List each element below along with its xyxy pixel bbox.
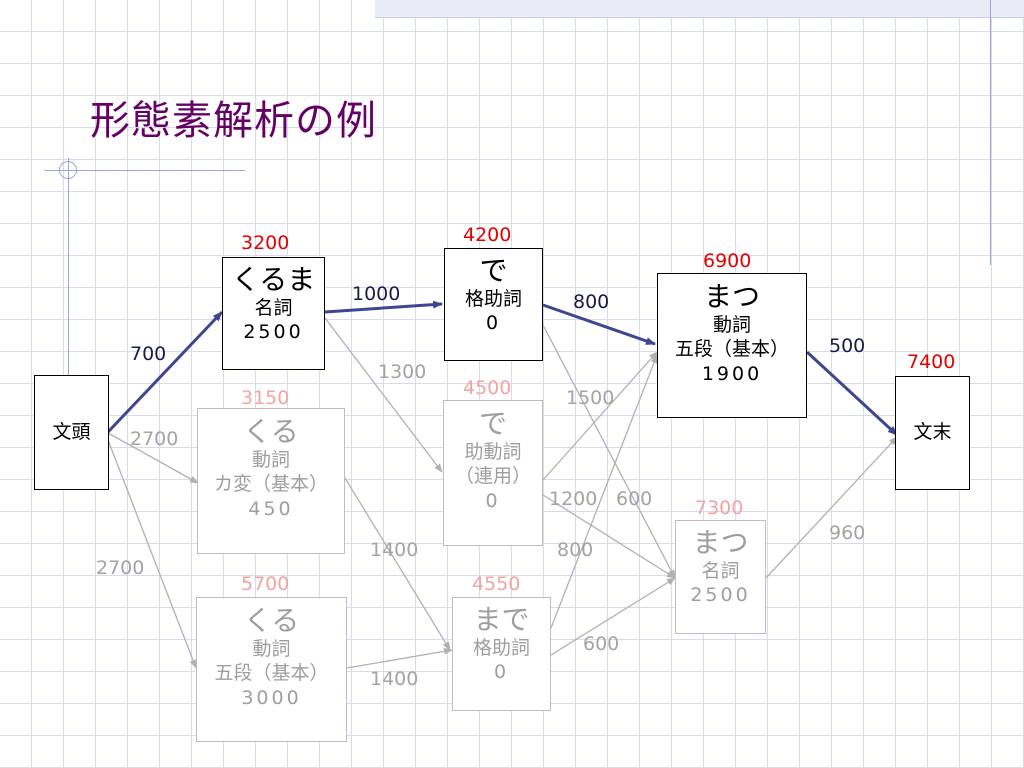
node-word: まつ <box>692 526 749 559</box>
edge-label-kuruma-de-particle: 1000 <box>352 283 401 305</box>
node-pos: 助動詞 <box>464 440 522 463</box>
edge-de-auxverb-matsu-noun <box>542 494 676 579</box>
edge-label-made-matsu-verb: 800 <box>557 539 594 561</box>
edge-kuru-kahen-made <box>344 477 451 651</box>
node-conj: 五段（基本） <box>214 662 329 685</box>
node-cost: 2500 <box>690 584 751 607</box>
edge-label-matsu-verb-eos: 500 <box>829 335 866 357</box>
edge-label-bos-kuru-kahen: 2700 <box>130 428 179 450</box>
edge-bos-kuruma <box>106 310 224 434</box>
node-pos: 動詞 <box>251 448 290 471</box>
node-bos: 文頭 <box>34 375 109 490</box>
decoration-line-right <box>990 0 991 265</box>
node-pos: 格助詞 <box>464 287 522 310</box>
edge-matsu-verb-eos <box>805 350 899 437</box>
node-matsu-verb: まつ 動詞 五段（基本） 1900 <box>657 273 807 418</box>
node-made-particle: まで 格助詞 0 <box>452 597 551 711</box>
total-cost-made-particle: 4550 <box>472 573 521 595</box>
total-cost-de-auxverb: 4500 <box>463 377 512 399</box>
node-pos: 格助詞 <box>472 636 530 659</box>
edge-label-kuruma-de-auxverb: 1300 <box>378 361 427 383</box>
node-pos: 動詞 <box>712 313 751 336</box>
node-cost: 450 <box>248 498 294 521</box>
edge-label-kuru-godan-made: 1400 <box>370 668 419 690</box>
node-cost: 0 <box>485 312 502 335</box>
edge-label-de-particle-matsu-verb: 800 <box>573 291 610 313</box>
decoration-line-vertical <box>68 158 69 388</box>
node-word: まで <box>473 603 530 636</box>
node-pos: 名詞 <box>254 296 293 319</box>
edge-label-de-particle-matsu-noun: 1500 <box>566 387 615 409</box>
total-cost-matsu-noun: 7300 <box>695 497 744 519</box>
node-kuru-godan: くる 動詞 五段（基本） 3000 <box>196 597 347 742</box>
node-word: で <box>478 407 507 440</box>
slide-title: 形態素解析の例 <box>90 98 377 144</box>
edge-de-particle-matsu-verb <box>542 303 656 346</box>
node-kuruma-noun: くるま 名詞 2500 <box>222 257 325 370</box>
edge-kuru-godan-made <box>346 647 453 669</box>
node-word: くる <box>243 415 299 448</box>
node-bos-label: 文頭 <box>52 420 91 443</box>
edge-made-matsu-noun <box>550 577 676 656</box>
node-conj: 五段（基本） <box>674 338 789 361</box>
node-de-particle: で 格助詞 0 <box>444 248 543 361</box>
edge-label-bos-kuruma: 700 <box>130 343 167 365</box>
edge-label-de-auxverb-matsu-noun: 600 <box>616 488 653 510</box>
node-eos-label: 文末 <box>913 421 952 444</box>
node-kuru-kahen: くる 動詞 カ変（基本） 450 <box>197 408 345 554</box>
node-conj: （連用） <box>454 465 531 488</box>
edge-label-kuru-kahen-made: 1400 <box>370 539 419 561</box>
node-cost: 2500 <box>243 321 304 344</box>
total-cost-de-particle: 4200 <box>463 224 512 246</box>
edge-kuruma-de-particle <box>324 300 443 314</box>
node-de-auxverb: で 助動詞 （連用） 0 <box>443 400 543 546</box>
total-cost-kuru-kahen: 3150 <box>241 387 290 409</box>
edge-de-particle-matsu-noun <box>542 324 676 579</box>
node-word: くる <box>243 604 300 637</box>
node-word: で <box>479 254 508 287</box>
node-word: くるま <box>231 263 316 296</box>
edge-made-matsu-verb <box>550 354 658 629</box>
node-conj: カ変（基本） <box>213 473 328 496</box>
top-decoration-band <box>375 0 1024 18</box>
node-cost: 0 <box>493 661 510 684</box>
node-cost: 3000 <box>241 687 302 710</box>
edge-bos-kuru-kahen <box>107 432 199 484</box>
total-cost-kuru-godan: 5700 <box>241 573 290 595</box>
decoration-line-horizontal <box>45 170 245 171</box>
decoration-circle <box>59 161 77 179</box>
total-cost-matsu-verb: 6900 <box>703 250 752 272</box>
node-cost: 1900 <box>701 363 763 386</box>
edge-kuruma-de-auxverb <box>324 317 443 473</box>
node-pos: 名詞 <box>701 559 740 582</box>
total-cost-eos: 7400 <box>907 351 956 373</box>
node-word: まつ <box>703 280 760 313</box>
edge-label-made-matsu-noun: 600 <box>583 633 620 655</box>
edge-label-matsu-noun-eos: 960 <box>829 522 866 544</box>
edge-bos-kuru-godan <box>107 439 197 669</box>
total-cost-kuruma-noun: 3200 <box>241 232 290 254</box>
node-cost: 0 <box>485 490 501 513</box>
node-eos: 文末 <box>895 376 970 490</box>
edge-label-de-auxverb-matsu-verb: 1200 <box>549 488 598 510</box>
node-matsu-noun: まつ 名詞 2500 <box>675 520 766 634</box>
edge-de-auxverb-matsu-verb <box>542 351 658 481</box>
node-pos: 動詞 <box>252 637 291 660</box>
edge-label-bos-kuru-godan: 2700 <box>96 557 145 579</box>
edge-matsu-noun-eos <box>765 436 898 579</box>
